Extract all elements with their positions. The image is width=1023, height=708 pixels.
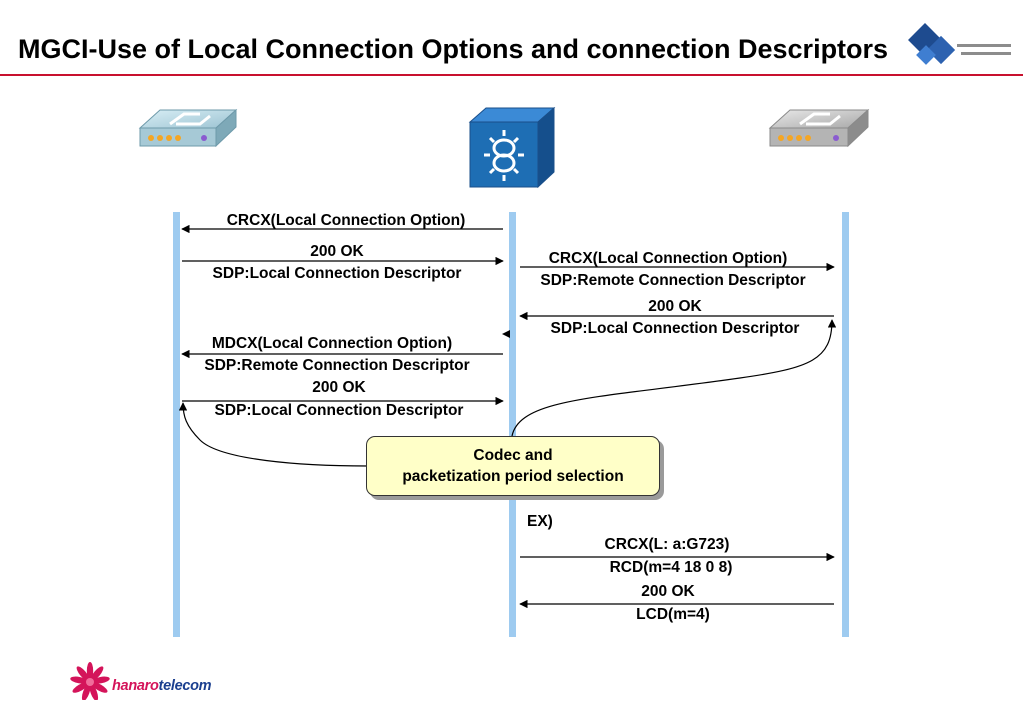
example-crcx-label: CRCX(L: a:G723) <box>604 536 730 553</box>
left-gateway-icon <box>138 108 238 148</box>
example-rcd-label: RCD(m=4 18 0 8) <box>609 559 733 576</box>
center-lifeline <box>509 212 516 637</box>
left-lifeline <box>173 212 180 637</box>
example-lcd-label: LCD(m=4) <box>636 606 710 623</box>
codec-box-line1: Codec and <box>473 447 553 464</box>
example-label: EX) <box>527 513 553 530</box>
call-agent-icon <box>468 106 556 189</box>
msg-sdp-remote-left-label: SDP:Remote Connection Descriptor <box>204 357 470 374</box>
center-arrowhead-icon <box>502 330 510 338</box>
msg-200ok-label: 200 OK <box>310 243 364 260</box>
corner-logo-icon <box>908 23 1011 65</box>
msg-crcx-right-label: CRCX(Local Connection Option) <box>548 250 788 267</box>
page-title: MGCI-Use of Local Connection Options and… <box>18 34 889 64</box>
msg-200ok-right-label: 200 OK <box>648 298 702 315</box>
msg-sdp-local-label: SDP:Local Connection Descriptor <box>212 265 462 282</box>
msg-crcx-label: CRCX(Local Connection Option) <box>226 212 466 229</box>
footer-brand-part1: hanaro <box>112 678 159 694</box>
codec-box-line2: packetization period selection <box>402 468 624 485</box>
msg-200ok-left-2-label: 200 OK <box>312 379 366 396</box>
right-gateway-icon <box>768 108 870 148</box>
codec-selection-box: Codec and packetization period selection <box>366 436 660 496</box>
right-lifeline <box>842 212 849 637</box>
example-200ok-label: 200 OK <box>641 583 695 600</box>
footer-brand: hanarotelecom <box>112 678 212 694</box>
msg-sdp-local-right-label: SDP:Local Connection Descriptor <box>550 320 800 337</box>
msg-sdp-local-left-2-label: SDP:Local Connection Descriptor <box>214 402 464 419</box>
msg-mdcx-label: MDCX(Local Connection Option) <box>211 335 453 352</box>
curve-to-left-response <box>178 402 369 467</box>
hanaro-flower-logo-icon <box>70 662 110 700</box>
curve-to-right-response <box>511 319 837 437</box>
title-divider <box>0 74 1023 76</box>
msg-sdp-remote-label: SDP:Remote Connection Descriptor <box>540 272 806 289</box>
footer-brand-part2: telecom <box>158 678 212 694</box>
